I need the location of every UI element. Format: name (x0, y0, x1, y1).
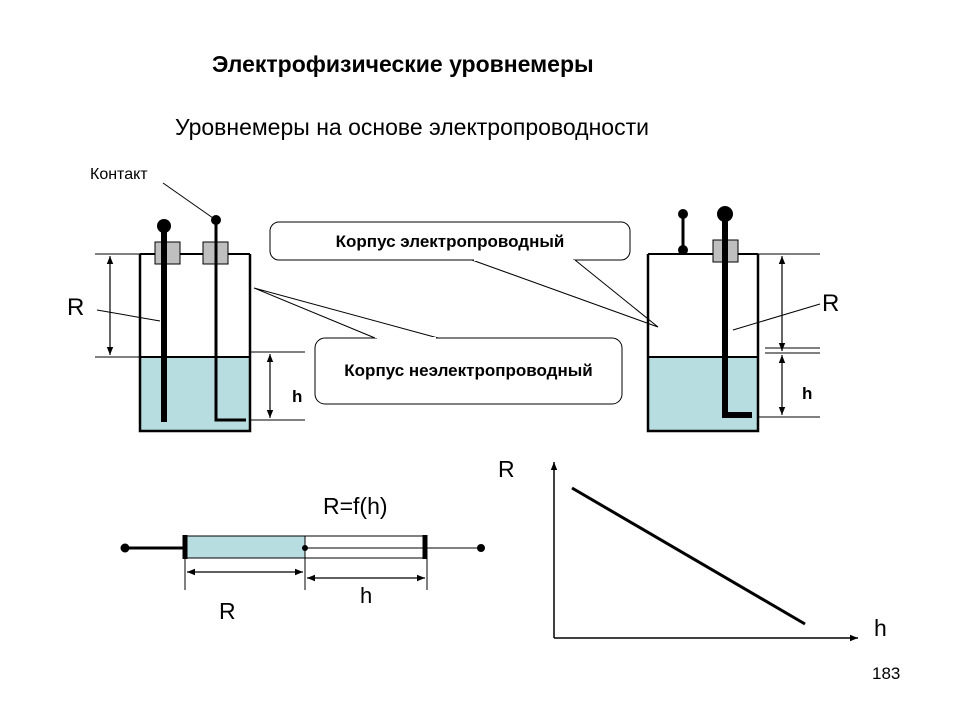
right-tank (646, 206, 821, 433)
resistor-model (120, 535, 485, 590)
contact-label: Контакт (90, 166, 148, 183)
callout-conductive-box (269, 221, 631, 261)
right-tank-liquid (648, 357, 758, 431)
page-number: 183 (872, 664, 901, 683)
slide-subtitle: Уровнемеры на основе электропроводности (175, 114, 649, 140)
callout-nonconductive-text: Корпус неэлектропроводный (344, 360, 593, 380)
resistor-empty-part (304, 535, 426, 559)
resistor-r-label: R (219, 598, 236, 624)
left-bushing-1 (154, 241, 181, 265)
slide-title: Электрофизические уровнемеры (212, 51, 594, 77)
resistor-slider-node (302, 545, 308, 551)
right-electrode (722, 218, 752, 418)
r-of-h-graph (550, 462, 858, 642)
contact-leader (162, 182, 214, 219)
graph-y-axis-label: R (498, 456, 515, 482)
resistor-h-label: h (360, 583, 373, 608)
right-housing-contact-bottom (678, 245, 688, 255)
graph-r-h-line (571, 486, 806, 626)
left-contact-terminal (211, 215, 221, 225)
resistor-terminal-left (120, 543, 130, 553)
callout-conductive-text: Корпус электропроводный (335, 231, 565, 251)
callout-nonconductive-pointer (253, 287, 439, 339)
left-contact-wire (214, 222, 246, 422)
left-tank (95, 182, 305, 433)
h-left-label: h (292, 387, 303, 406)
callout-nonconductive (253, 287, 623, 405)
h-right-label: h (802, 384, 813, 403)
resistor-formula: R=f(h) (323, 493, 388, 519)
right-housing-contact-top (678, 209, 688, 219)
callout-conductive-pointer (471, 259, 659, 328)
r-left-label: R (67, 294, 85, 321)
resistor-filled-part (184, 535, 306, 559)
graph-x-axis-label: h (874, 615, 887, 641)
right-electrode-terminal (717, 206, 733, 222)
r-right-label: R (822, 290, 840, 317)
r-left-leader (96, 309, 161, 322)
callout-conductive (269, 221, 659, 328)
r-right-leader (732, 303, 821, 331)
left-tank-walls (138, 254, 252, 433)
right-tank-walls (646, 254, 760, 433)
resistor-terminal-right (477, 544, 485, 552)
callout-nonconductive-box (314, 337, 623, 405)
left-electrode-thick-terminal (157, 219, 171, 233)
